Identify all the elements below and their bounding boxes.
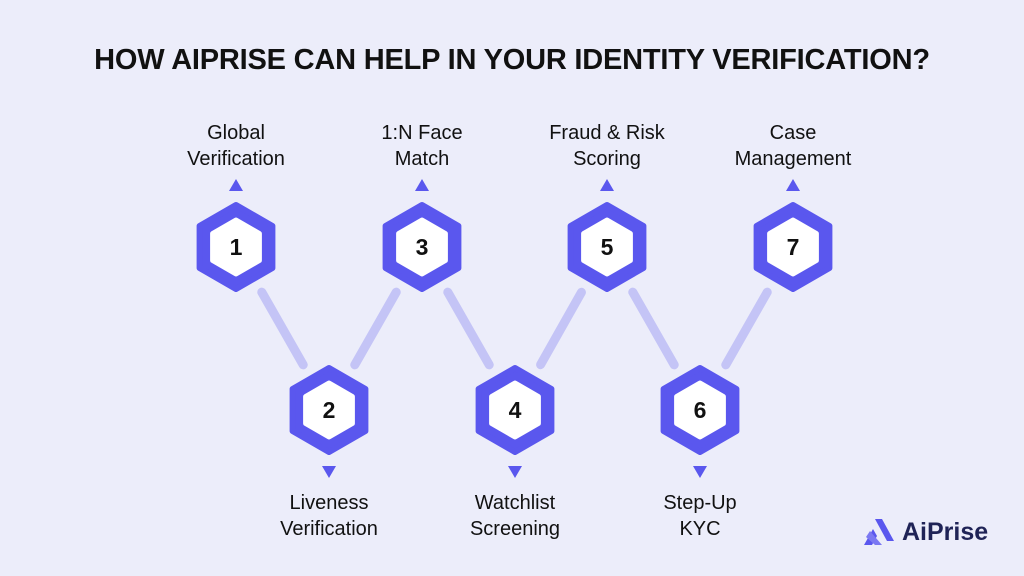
hexagon-inner (303, 380, 355, 440)
step-label-line: Case (769, 122, 817, 144)
hexagon-inner (489, 380, 541, 440)
arrow-up-icon (600, 179, 614, 191)
step-label-line: Global (207, 122, 265, 144)
arrow-up-icon (229, 179, 243, 191)
page-title: HOW AIPRISE CAN HELP IN YOUR IDENTITY VE… (94, 44, 930, 76)
step-number: 3 (416, 234, 429, 260)
step-number: 7 (787, 234, 800, 260)
step-1: 1 (196, 179, 276, 292)
step-6: 6 (660, 365, 740, 478)
step-number: 2 (323, 397, 336, 423)
arrow-down-icon (322, 466, 336, 478)
logo-text: AiPrise (902, 517, 989, 546)
step-4: 4 (475, 365, 555, 478)
hexagon-inner (396, 217, 448, 277)
step-label-line: Watchlist (474, 492, 556, 514)
arrow-down-icon (693, 466, 707, 478)
step-label-line: Screening (469, 518, 561, 540)
step-7: 7 (753, 179, 833, 292)
step-label-line: Match (394, 148, 450, 170)
arrow-up-icon (415, 179, 429, 191)
step-2: 2 (289, 365, 369, 478)
step-label-line: Step-Up (663, 492, 737, 514)
step-number: 5 (601, 234, 614, 260)
arrow-down-icon (508, 466, 522, 478)
step-number: 6 (694, 397, 707, 423)
step-label-line: Verification (187, 148, 285, 170)
step-label-line: Fraud & Risk (549, 122, 665, 144)
step-label-line: Liveness (289, 492, 369, 514)
step-label-line: Scoring (573, 148, 641, 170)
connector-line (257, 287, 308, 370)
hexagon-inner (767, 217, 819, 277)
hexagon-inner (581, 217, 633, 277)
connector-line (628, 287, 679, 370)
aiprise-logo-icon (864, 519, 894, 545)
step-label-line: 1:N Face (381, 122, 463, 144)
step-number: 1 (230, 234, 243, 260)
hexagon-inner (674, 380, 726, 440)
step-3: 3 (382, 179, 462, 292)
step-5: 5 (567, 179, 647, 292)
step-label-line: Management (734, 148, 852, 170)
step-label-line: KYC (679, 518, 721, 540)
connector-line (443, 287, 494, 370)
connector-line (536, 287, 586, 370)
arrow-up-icon (786, 179, 800, 191)
step-number: 4 (509, 397, 522, 423)
connector-line (350, 287, 401, 370)
connector-line (721, 287, 772, 370)
step-label-line: Verification (280, 518, 378, 540)
brand-logo: AiPrise (862, 517, 988, 547)
hexagon-inner (210, 217, 262, 277)
